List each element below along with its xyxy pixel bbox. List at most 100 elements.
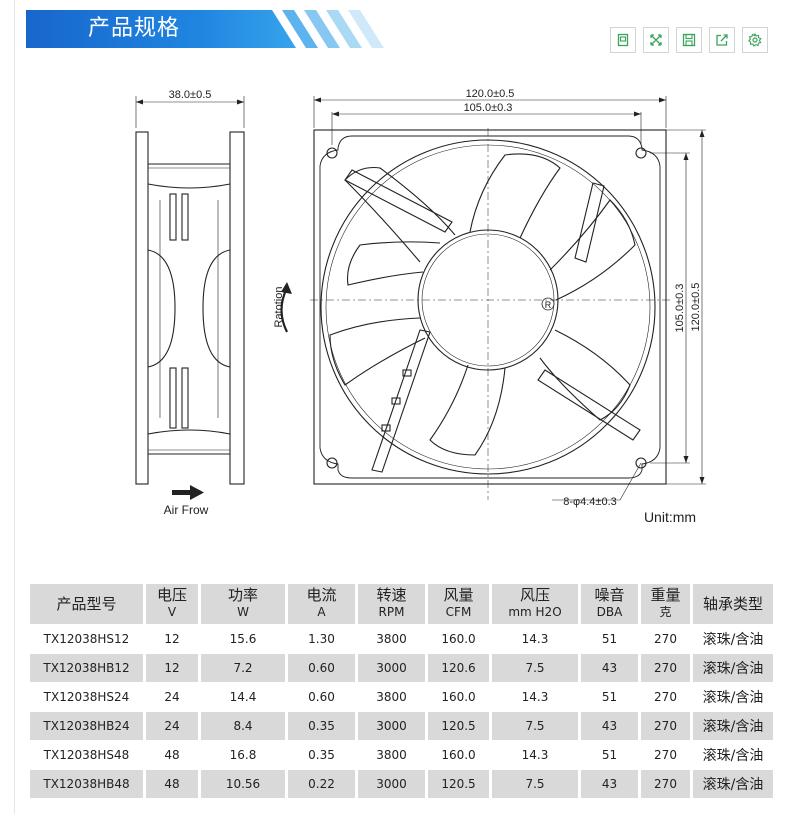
cell-current: 0.35: [288, 740, 358, 769]
cell-bearing: 滚珠/含油: [693, 711, 773, 740]
settings-button[interactable]: [742, 27, 768, 53]
cell-speed: 3000: [358, 769, 428, 798]
outer-width-dimension: 120.0±0.5: [466, 88, 515, 100]
cell-model: TX12038HS12: [30, 624, 146, 653]
expand-button[interactable]: [643, 27, 669, 53]
cell-speed: 3800: [358, 624, 428, 653]
cell-speed: 3800: [358, 682, 428, 711]
cell-weight: 270: [641, 682, 693, 711]
outer-height-dimension: 120.0±0.5: [690, 283, 702, 332]
cell-power: 16.8: [201, 740, 288, 769]
cell-airflow: 120.5: [428, 769, 492, 798]
cell-pressure: 7.5: [492, 711, 581, 740]
cell-speed: 3000: [358, 711, 428, 740]
cell-noise: 43: [581, 653, 641, 682]
cell-bearing: 滚珠/含油: [693, 624, 773, 653]
side-view: [135, 96, 245, 500]
header-model: 产品型号: [30, 584, 146, 624]
save-button[interactable]: [676, 27, 702, 53]
table-row: TX12038HB48 48 10.56 0.22 3000 120.5 7.5…: [30, 769, 773, 798]
cell-pressure: 7.5: [492, 769, 581, 798]
table-row: TX12038HS24 24 14.4 0.60 3800 160.0 14.3…: [30, 682, 773, 711]
cell-pressure: 14.3: [492, 682, 581, 711]
cell-model: TX12038HS48: [30, 740, 146, 769]
rotation-label: Ratotion: [273, 287, 285, 328]
cell-voltage: 24: [146, 682, 201, 711]
cell-voltage: 48: [146, 740, 201, 769]
cell-voltage: 12: [146, 624, 201, 653]
cell-voltage: 12: [146, 653, 201, 682]
inner-height-dimension: 105.0±0.3: [674, 284, 686, 333]
cell-power: 15.6: [201, 624, 288, 653]
cell-noise: 51: [581, 682, 641, 711]
cell-pressure: 7.5: [492, 653, 581, 682]
settings-icon: [748, 33, 762, 47]
cell-model: TX12038HB48: [30, 769, 146, 798]
hole-dimension: 8-φ4.4±0.3: [563, 496, 617, 508]
cell-voltage: 24: [146, 711, 201, 740]
cell-noise: 51: [581, 624, 641, 653]
side-width-dimension: 38.0±0.5: [169, 89, 212, 101]
cell-current: 1.30: [288, 624, 358, 653]
table-row: TX12038HS12 12 15.6 1.30 3800 160.0 14.3…: [30, 624, 773, 653]
cell-power: 7.2: [201, 653, 288, 682]
registered-mark: R: [545, 300, 552, 310]
cell-weight: 270: [641, 769, 693, 798]
header-banner-shape: [26, 10, 384, 48]
unit-label: Unit:mm: [644, 509, 696, 525]
cell-bearing: 滚珠/含油: [693, 682, 773, 711]
section-header: 产品规格: [26, 10, 394, 48]
cell-current: 0.60: [288, 682, 358, 711]
toolbar: [610, 27, 768, 53]
fan-technical-drawing: 38.0±0.5 Air Frow: [135, 88, 706, 525]
inner-width-dimension: 105.0±0.3: [464, 102, 513, 114]
cell-power: 8.4: [201, 711, 288, 740]
cell-voltage: 48: [146, 769, 201, 798]
table-row: TX12038HB12 12 7.2 0.60 3000 120.6 7.5 4…: [30, 653, 773, 682]
cell-airflow: 160.0: [428, 682, 492, 711]
table-row: TX12038HB24 24 8.4 0.35 3000 120.5 7.5 4…: [30, 711, 773, 740]
cell-model: TX12038HB24: [30, 711, 146, 740]
cell-weight: 270: [641, 711, 693, 740]
cell-current: 0.60: [288, 653, 358, 682]
cell-airflow: 160.0: [428, 624, 492, 653]
document-button[interactable]: [610, 27, 636, 53]
header-weight: 重量克: [641, 584, 693, 624]
cell-weight: 270: [641, 740, 693, 769]
cell-power: 10.56: [201, 769, 288, 798]
page-title: 产品规格: [88, 16, 181, 41]
cell-noise: 43: [581, 711, 641, 740]
cell-weight: 270: [641, 653, 693, 682]
share-icon: [716, 34, 728, 46]
cell-bearing: 滚珠/含油: [693, 769, 773, 798]
expand-icon: [650, 34, 662, 46]
cell-noise: 51: [581, 740, 641, 769]
cell-bearing: 滚珠/含油: [693, 740, 773, 769]
cell-pressure: 14.3: [492, 740, 581, 769]
cell-model: TX12038HB12: [30, 653, 146, 682]
header-bearing: 轴承类型: [693, 584, 773, 624]
cell-weight: 270: [641, 624, 693, 653]
cell-airflow: 160.0: [428, 740, 492, 769]
document-icon: [617, 33, 629, 47]
table-row: TX12038HS48 48 16.8 0.35 3800 160.0 14.3…: [30, 740, 773, 769]
cell-noise: 43: [581, 769, 641, 798]
cell-speed: 3800: [358, 740, 428, 769]
cell-bearing: 滚珠/含油: [693, 653, 773, 682]
cell-pressure: 14.3: [492, 624, 581, 653]
cell-current: 0.35: [288, 711, 358, 740]
cell-current: 0.22: [288, 769, 358, 798]
cell-airflow: 120.5: [428, 711, 492, 740]
share-button[interactable]: [709, 27, 735, 53]
cell-power: 14.4: [201, 682, 288, 711]
front-view: [280, 96, 706, 501]
cell-speed: 3000: [358, 653, 428, 682]
